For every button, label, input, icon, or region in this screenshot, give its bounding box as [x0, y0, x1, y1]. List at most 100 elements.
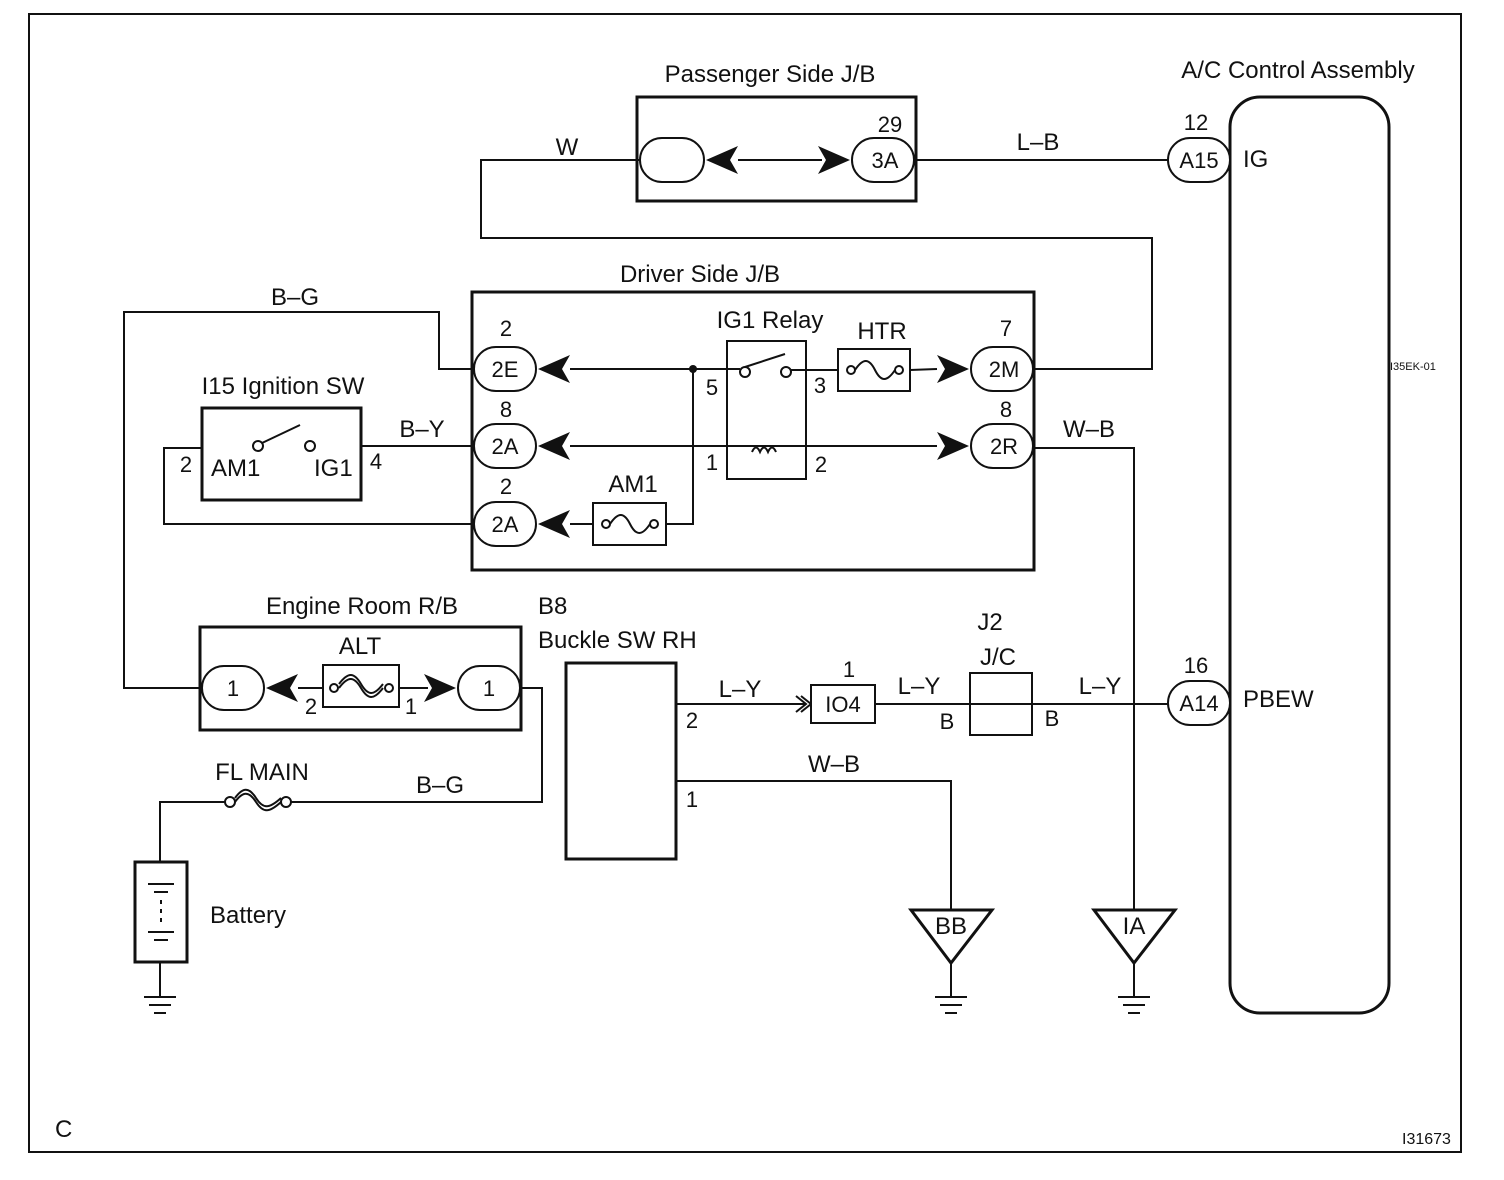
buckle-pin-2: 2 — [686, 708, 698, 733]
ignition-contact-right — [304, 440, 316, 452]
relay-pin-2: 2 — [815, 452, 827, 477]
ac-control-assembly: A/C Control Assembly A15 12 IG A14 16 PB… — [1167, 57, 1436, 1015]
relay-switch-blade — [744, 353, 786, 368]
htr-fuse-pin-left — [846, 365, 856, 375]
alt-fuse-label: ALT — [339, 633, 382, 660]
engine-room-rb: Engine Room R/B 1 ALT 1 2 1 — [198, 593, 523, 732]
wire-lb-label: L–B — [1017, 129, 1060, 156]
engine-rb-left-connector — [201, 665, 265, 711]
ignition-sw-box — [200, 406, 363, 502]
engine-rb-right-arrow — [424, 674, 456, 702]
wire-bg-bottom — [290, 687, 543, 803]
relay-contact-right — [780, 366, 792, 378]
ac-control-box — [1228, 95, 1391, 1015]
relay-pin-3: 3 — [814, 373, 826, 398]
connector-2e-arrow — [538, 355, 570, 383]
ignition-sw-title: I15 Ignition SW — [202, 373, 365, 400]
buckle-sw-code: B8 — [538, 593, 567, 620]
wire-w — [480, 159, 1153, 370]
engine-rb-right-conn-label: 1 — [483, 676, 495, 701]
connector-2r-pin: 8 — [1000, 397, 1012, 422]
connector-a15-pin: 12 — [1184, 110, 1208, 135]
engine-rb-left-conn-label: 1 — [227, 676, 239, 701]
ground-bb-label: BB — [935, 913, 967, 940]
wire-htr-to-2m — [909, 368, 938, 371]
battery-label: Battery — [210, 902, 286, 929]
alt-fuse-pin-right — [384, 683, 394, 693]
wire-bg-bottom-label: B–G — [416, 772, 464, 799]
alt-fusible-link-icon — [338, 678, 384, 698]
fl-main-fusible-link-icon — [234, 792, 282, 812]
connector-a14-label: A14 — [1179, 691, 1218, 716]
relay-pin-1: 1 — [706, 450, 718, 475]
am1-fuse-pin-left — [601, 519, 611, 529]
corner-code-right: I31673 — [1402, 1131, 1451, 1148]
connector-2r-arrow — [937, 432, 969, 460]
connector-2m-pin: 7 — [1000, 316, 1012, 341]
connector-a15-label: A15 — [1179, 148, 1218, 173]
connector-2r-label: 2R — [990, 434, 1018, 459]
wb-right-wire: W–B — [1033, 416, 1135, 910]
alt-fusible-link-icon-inner — [338, 674, 384, 694]
ig1-relay-title: IG1 Relay — [717, 307, 824, 334]
wire-wb-buckle — [676, 780, 952, 910]
pbew-terminal-label: PBEW — [1243, 686, 1314, 713]
htr-fuse-pin-right — [894, 365, 904, 375]
io4-chevron-icon — [795, 695, 808, 713]
fl-main-pin-right — [280, 796, 292, 808]
engine-rb-pin-2: 2 — [305, 694, 317, 719]
ignition-switch: I15 Ignition SW AM1 IG1 2 4 — [180, 373, 382, 502]
htr-fuse-label: HTR — [857, 318, 906, 345]
passenger-side-jb: Passenger Side J/B 3A 29 — [635, 61, 918, 203]
left-wires: B–G B–Y — [123, 284, 474, 689]
connector-2a-upper-arrow — [538, 432, 570, 460]
wire-junction-to-am1 — [666, 369, 694, 525]
wire-bg-top — [123, 311, 474, 689]
connector-2r — [970, 423, 1034, 469]
connector-2a-upper-label: 2A — [492, 434, 519, 459]
am1-fuse-icon — [609, 514, 651, 534]
connector-a14-pin: 16 — [1184, 653, 1208, 678]
connector-io4 — [810, 684, 876, 724]
engine-rb-right-connector — [457, 665, 521, 711]
relay-coil-icon — [751, 446, 777, 455]
fl-main-pin-left — [224, 796, 236, 808]
buckle-switch: B8 Buckle SW RH 2 1 — [538, 593, 698, 861]
jc-left-b: B — [940, 709, 955, 734]
connector-3a-label: 3A — [872, 148, 899, 173]
outer-frame — [28, 13, 1462, 1153]
driver-side-jb: Driver Side J/B 2E 2 2A 8 2A 2 2M 7 2R 8… — [470, 261, 1036, 572]
wire-wb-right — [1033, 447, 1135, 910]
htr-fuse-icon — [854, 360, 896, 380]
connector-2a-lower-label: 2A — [492, 512, 519, 537]
ground-ia: IA — [1090, 908, 1179, 1014]
ground-bb: BB — [907, 908, 996, 1014]
corner-code-left: C — [55, 1116, 72, 1143]
engine-rb-title: Engine Room R/B — [266, 593, 458, 620]
connector-3a-pin: 29 — [878, 112, 902, 137]
ignition-pin-2: 2 — [180, 452, 192, 477]
driver-jb-title: Driver Side J/B — [620, 261, 780, 288]
connector-io4-pin: 1 — [843, 657, 855, 682]
wire-fl-to-battery — [159, 801, 225, 862]
connector-2e-label: 2E — [492, 357, 519, 382]
passenger-jb-right-arrow — [818, 146, 850, 174]
ignition-contact-left — [252, 440, 264, 452]
wire-w-label: W — [556, 134, 579, 161]
buckle-sw-box — [564, 661, 678, 861]
buckle-pin-1: 1 — [686, 787, 698, 812]
side-code: I35EK-01 — [1390, 361, 1436, 373]
wire-am1-loop — [163, 447, 474, 525]
connector-2m-label: 2M — [989, 357, 1020, 382]
connector-io4-label: IO4 — [825, 692, 860, 717]
ac-control-title: A/C Control Assembly — [1181, 57, 1414, 84]
fl-main-label: FL MAIN — [215, 759, 309, 786]
ly-wires: L–Y IO4 1 L–Y J2 J/C B B L–Y — [676, 609, 1168, 736]
relay-contact-left — [739, 366, 751, 378]
wire-wb-right-label: W–B — [1063, 416, 1115, 443]
connector-2a-lower-arrow — [538, 510, 570, 538]
ground-ia-label: IA — [1123, 913, 1146, 940]
jc-right-b: B — [1045, 706, 1060, 731]
ignition-switch-blade — [261, 424, 301, 444]
fl-main-fusible-link-icon-inner — [234, 788, 282, 808]
